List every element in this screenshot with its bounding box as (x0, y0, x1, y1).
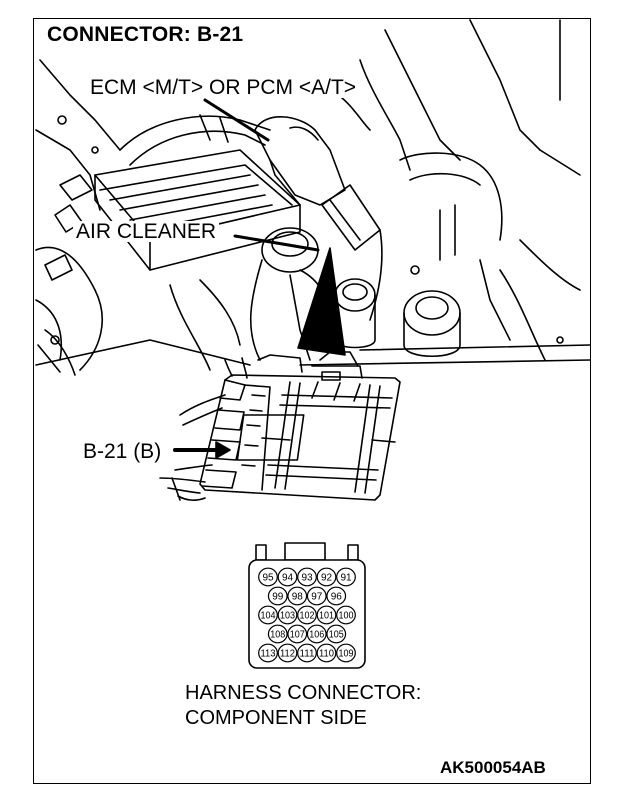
pin-label-93: 93 (301, 573, 313, 584)
pointer-arrow (297, 247, 346, 356)
ecm-unit-drawing (159, 351, 401, 501)
pin-110 (316, 643, 337, 663)
harness-caption-line2: COMPONENT SIDE (185, 707, 367, 729)
figure-frame (33, 18, 591, 784)
pin-91 (336, 567, 356, 587)
pin-109 (336, 643, 356, 663)
pin-label-96: 96 (331, 592, 343, 603)
connector-pin-grid: 95 94 93 92 91 99 98 97 96 104 103 102 101 100 108 107 1… (258, 567, 356, 663)
pin-97 (306, 586, 327, 606)
b21-arrow-head (215, 441, 231, 459)
pin-label-103: 103 (280, 611, 295, 622)
pin-106 (306, 624, 327, 644)
air-cleaner-label: AIR CLEANER (73, 221, 220, 242)
pin-label-109: 109 (339, 649, 354, 660)
harness-caption-line1: HARNESS CONNECTOR: (185, 682, 422, 704)
pin-102 (297, 605, 317, 625)
pin-95 (258, 567, 278, 587)
pin-113 (258, 643, 278, 663)
pin-label-112: 112 (280, 649, 295, 660)
pin-112 (277, 643, 298, 663)
pin-98 (287, 586, 308, 606)
pin-label-108: 108 (270, 630, 285, 641)
pin-107 (287, 624, 308, 644)
pin-label-100: 100 (339, 611, 354, 622)
pin-label-101: 101 (319, 611, 334, 622)
pin-label-113: 113 (261, 649, 276, 660)
connector-callout-label: B-21 (B) (83, 440, 162, 463)
pin-label-107: 107 (290, 630, 305, 641)
pin-label-104: 104 (261, 611, 276, 622)
pin-100 (336, 605, 356, 625)
pin-label-97: 97 (311, 592, 323, 603)
aircleaner-leader-line (233, 234, 320, 252)
ecm-leader-line (203, 98, 270, 142)
pin-label-110: 110 (319, 649, 334, 660)
pin-101 (316, 605, 337, 625)
pin-103 (277, 605, 298, 625)
pin-92 (316, 567, 337, 587)
pin-label-94: 94 (282, 573, 294, 584)
pin-label-106: 106 (309, 630, 324, 641)
pin-label-111: 111 (300, 649, 315, 660)
ecm-label: ECM <M/T> OR PCM <A/T> (87, 77, 360, 98)
pin-111 (297, 643, 317, 663)
pin-label-102: 102 (300, 611, 315, 622)
figure-code: AK500054AB (440, 758, 546, 777)
pin-label-99: 99 (272, 592, 284, 603)
pin-label-91: 91 (340, 573, 352, 584)
pin-label-98: 98 (292, 592, 304, 603)
connector-title: CONNECTOR: B-21 (47, 23, 244, 46)
pin-96 (326, 586, 347, 606)
pin-label-92: 92 (321, 573, 333, 584)
pin-93 (297, 567, 317, 587)
pin-105 (326, 624, 347, 644)
pin-104 (258, 605, 278, 625)
pin-label-95: 95 (262, 573, 274, 584)
pin-label-105: 105 (329, 630, 344, 641)
pin-99 (267, 586, 288, 606)
pin-94 (277, 567, 298, 587)
pin-108 (267, 624, 288, 644)
